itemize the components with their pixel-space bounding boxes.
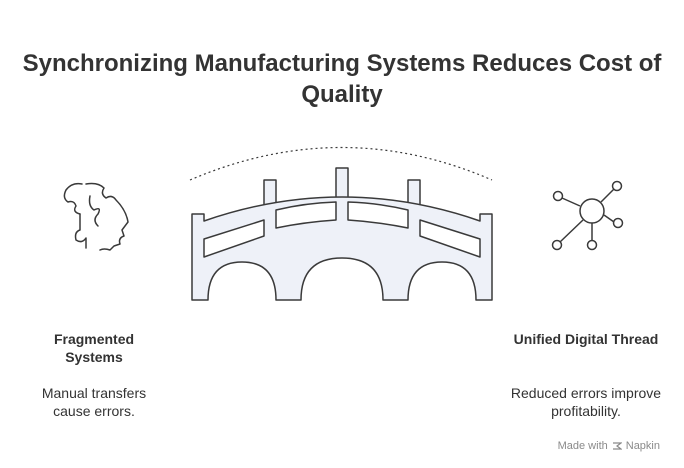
page-title: Synchronizing Manufacturing Systems Redu… [22, 50, 662, 108]
left-label: Fragmented Systems [53, 331, 135, 365]
bridge-icon [191, 167, 493, 301]
network-hub-icon [551, 180, 624, 251]
right-description: Reduced errors improve profitability. [510, 385, 662, 419]
brand-name: Napkin [625, 440, 660, 452]
left-description: Manual transfers cause errors. [41, 385, 147, 419]
made-with-text: Made with [557, 440, 608, 452]
napkin-logo-icon [612, 442, 622, 450]
footer-branding[interactable]: Made with Napkin [558, 440, 660, 452]
dotted-arc [189, 146, 493, 181]
right-label: Unified Digital Thread [513, 331, 659, 347]
head-puzzle-icon [63, 182, 129, 251]
